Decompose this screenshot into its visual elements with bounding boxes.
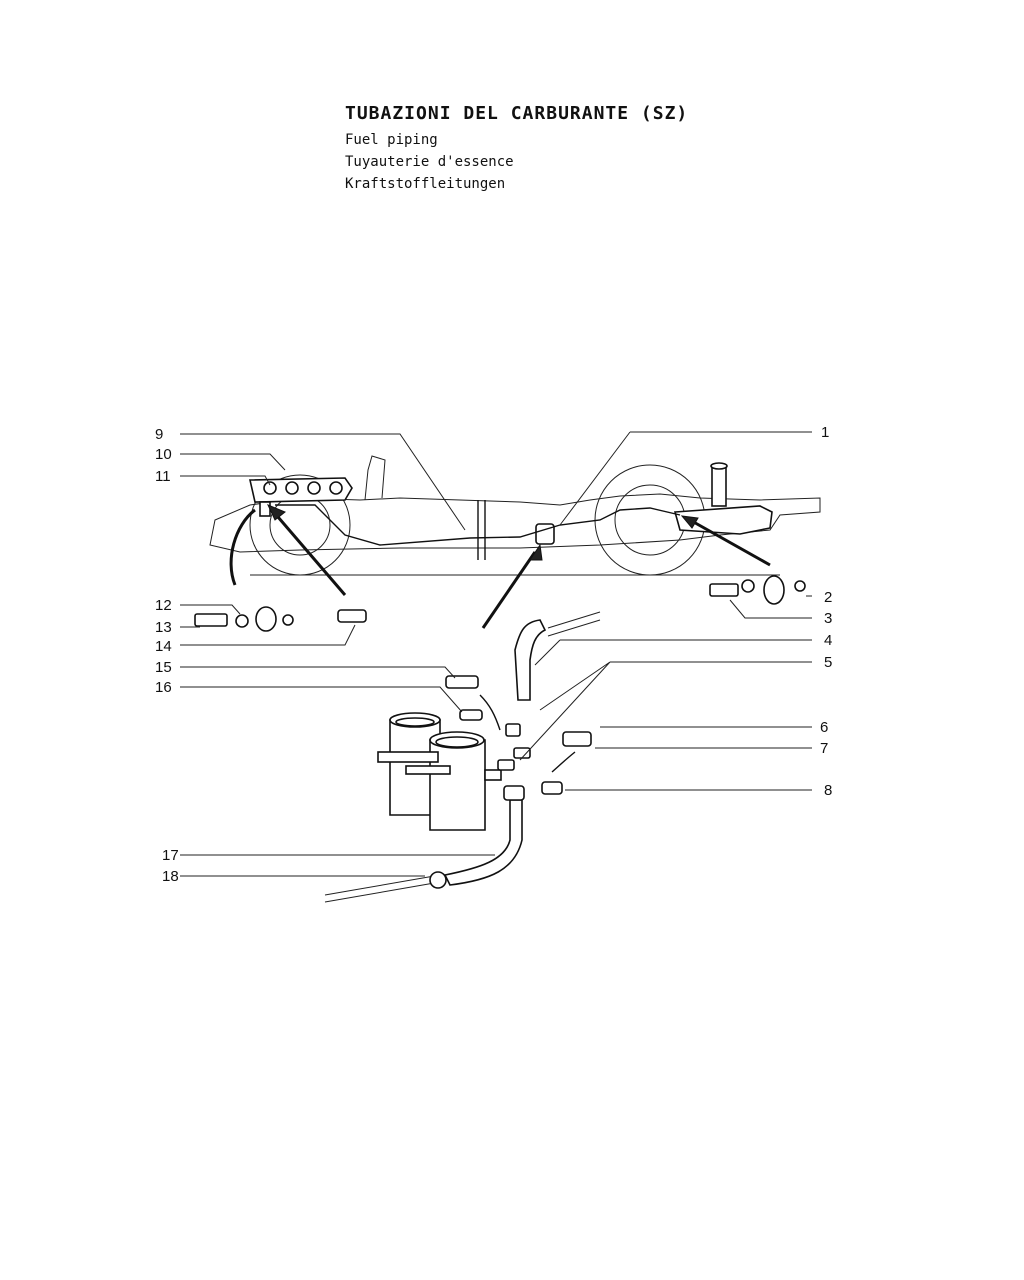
subtitle-german: Kraftstoffleitungen xyxy=(345,176,506,192)
callout-17: 17 xyxy=(162,847,179,864)
carburetor-group xyxy=(249,477,353,517)
flexible-hose-upper xyxy=(514,611,601,701)
callout-4: 4 xyxy=(824,632,832,649)
callout-6: 6 xyxy=(820,719,828,736)
fuel-pump-chassis xyxy=(535,523,555,545)
fuel-filter xyxy=(377,712,502,831)
callout-9: 9 xyxy=(155,426,163,443)
callout-14: 14 xyxy=(155,638,172,655)
subtitle-english: Fuel piping xyxy=(345,132,438,148)
callout-18: 18 xyxy=(162,868,179,885)
diagram-title: TUBAZIONI DEL CARBURANTE (SZ) xyxy=(345,103,689,124)
callout-15: 15 xyxy=(155,659,172,676)
flexible-hose-lower xyxy=(324,799,523,903)
fuel-tank xyxy=(673,462,773,535)
title-block: TUBAZIONI DEL CARBURANTE (SZ) Fuel pipin… xyxy=(345,103,688,198)
callout-5: 5 xyxy=(824,654,832,671)
fuel-line xyxy=(275,500,681,560)
callout-8: 8 xyxy=(824,782,832,799)
pointer-arrows xyxy=(229,504,771,773)
callout-11: 11 xyxy=(155,468,171,485)
callout-13: 13 xyxy=(155,619,172,636)
callout-numbers: 1 2 3 4 5 6 7 8 9 10 11 12 13 14 15 16 1… xyxy=(155,424,832,885)
car-chassis-outline xyxy=(209,455,821,576)
callout-7: 7 xyxy=(820,740,828,757)
leader-lines xyxy=(180,431,812,877)
callout-3: 3 xyxy=(824,610,832,627)
small-fittings xyxy=(194,575,806,801)
callout-12: 12 xyxy=(155,597,172,614)
callout-2: 2 xyxy=(824,589,832,606)
subtitle-french: Tuyauterie d'essence xyxy=(345,154,514,170)
callout-1: 1 xyxy=(821,424,829,441)
callout-16: 16 xyxy=(155,679,172,696)
callout-10: 10 xyxy=(155,446,172,463)
